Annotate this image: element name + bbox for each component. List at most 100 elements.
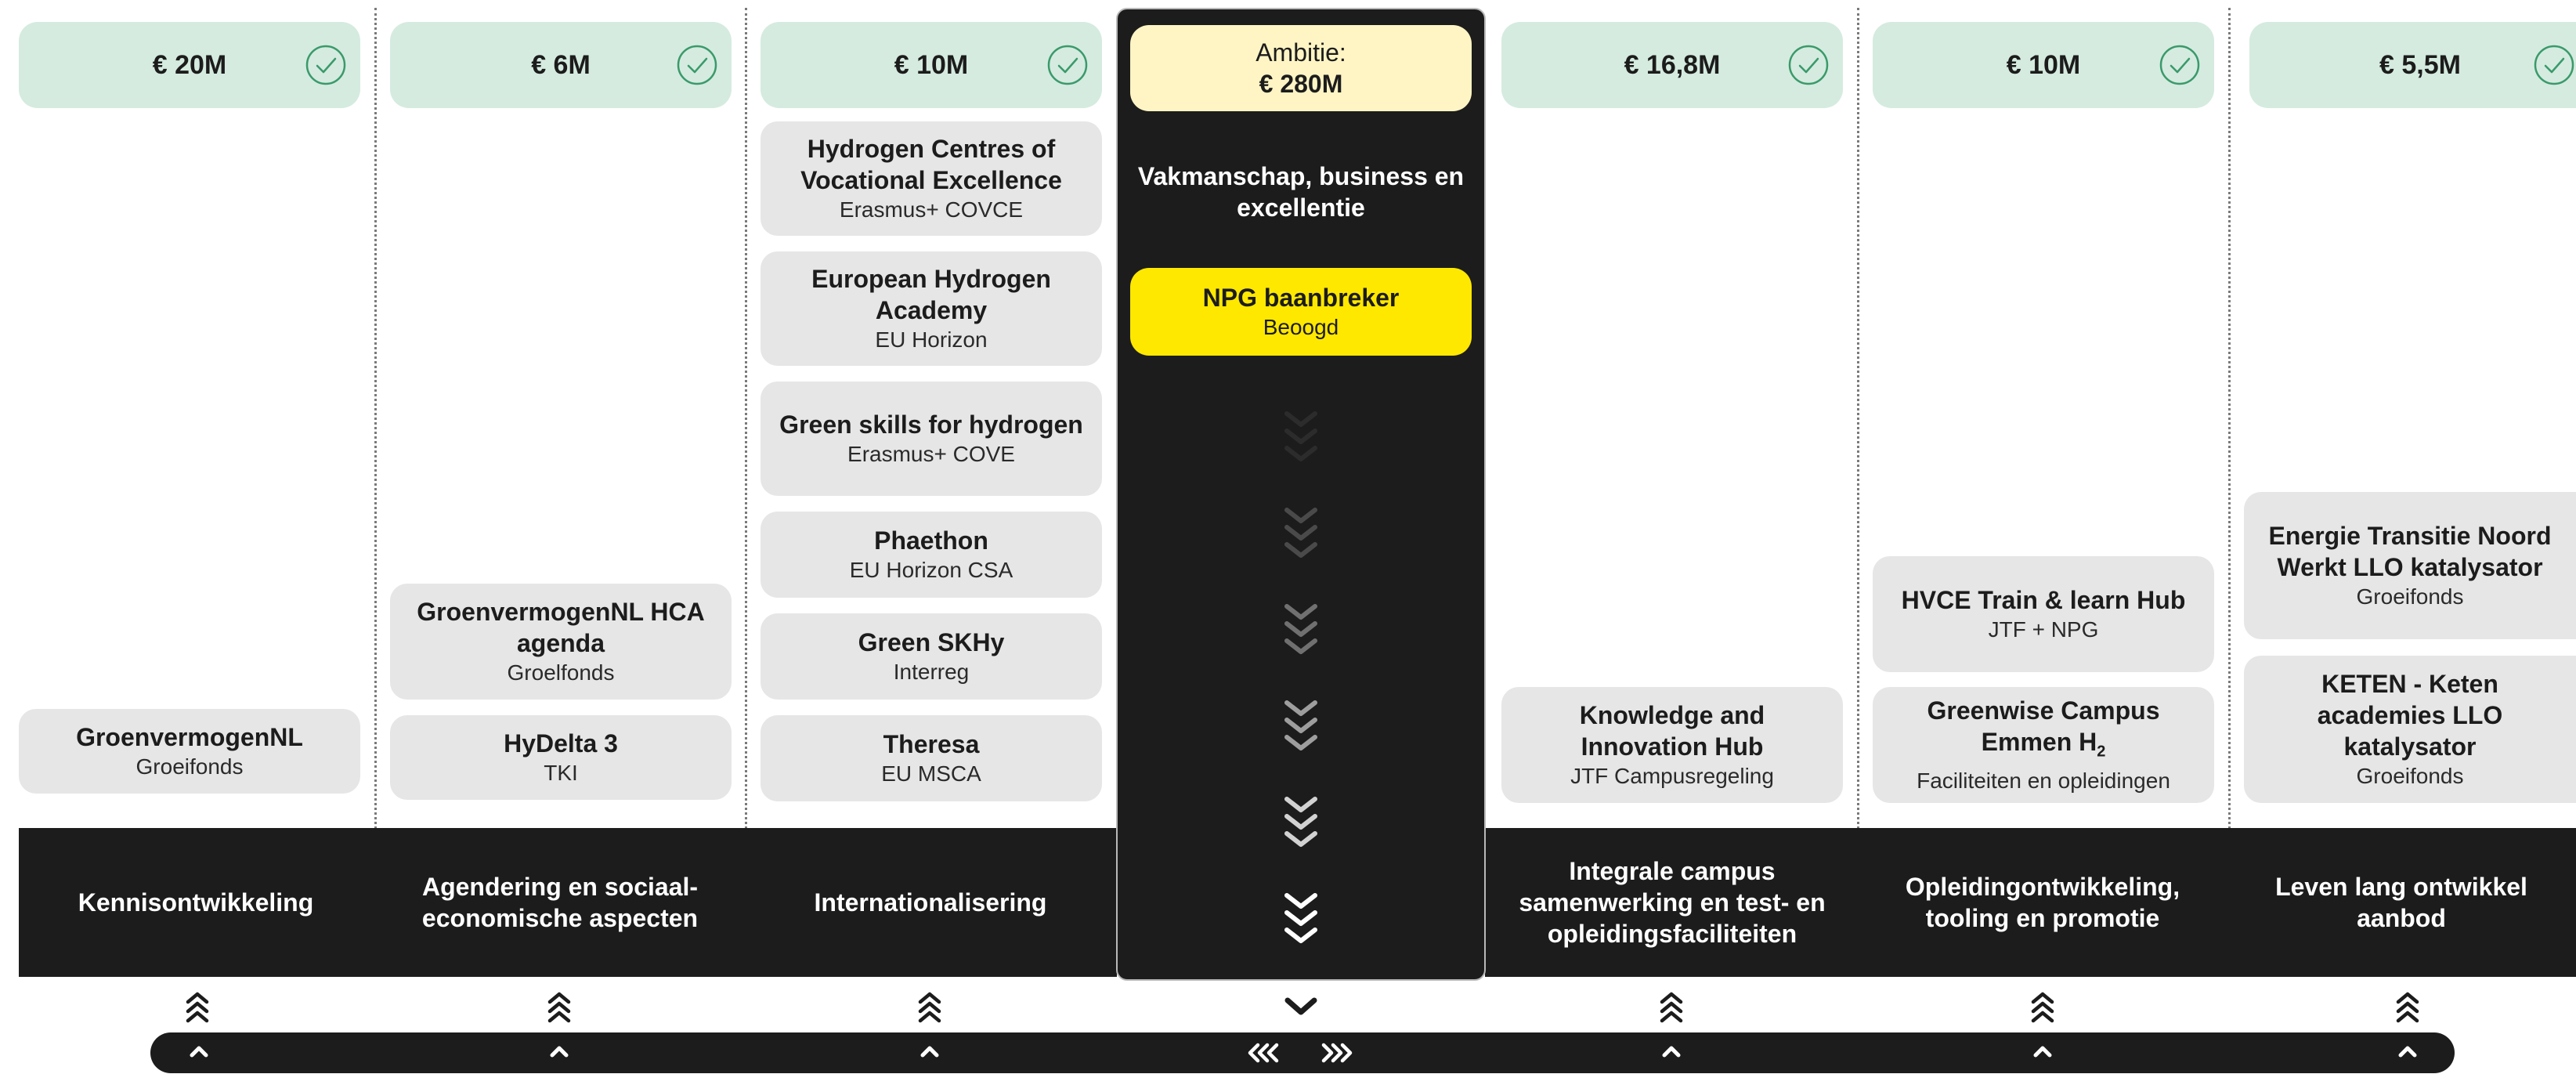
project-funding-source: EU Horizon: [875, 327, 988, 352]
project-funding-source: Erasmus+ COVCE: [839, 197, 1024, 222]
project-title: KETEN - Keten academies LLO katalysator: [2317, 670, 2503, 761]
budget-amount: € 6M: [531, 50, 591, 80]
project-card: Phaethon EU Horizon CSA: [761, 512, 1102, 598]
double-chevron-up-icon: [2031, 992, 2054, 1023]
domain-band-left: [19, 828, 1117, 977]
project-funding-source: Erasmus+ COVE: [847, 442, 1015, 466]
project-title: Phaethon: [874, 526, 988, 555]
project-funding-source: Groeifonds: [2356, 764, 2464, 788]
project-card: Energie Transitie Noord Werkt LLO kataly…: [2244, 492, 2576, 639]
check-circle-icon: [677, 45, 717, 85]
triple-chevron-left-icon: [1248, 1043, 1279, 1063]
npg-pill: NPG baanbreker Beoogd: [1130, 268, 1472, 356]
project-title: HVCE Train & learn Hub: [1901, 586, 2186, 614]
domain-band-right: [1485, 828, 2576, 977]
check-circle-icon: [1047, 45, 1088, 85]
budget-pill: € 5,5M: [2249, 22, 2576, 108]
triple-chevron-down-icon: [1284, 411, 1317, 461]
project-title: European Hydrogen Academy: [811, 265, 1051, 324]
npg-status: Beoogd: [1263, 315, 1339, 339]
domain-label: Internationalisering: [814, 888, 1047, 917]
chevron-up-icon: [2033, 1046, 2052, 1058]
project-card: GroenvermogenNL HCA agenda Groelfonds: [390, 584, 732, 700]
chevron-up-icon: [190, 1046, 208, 1058]
project-funding-source: Faciliteiten en opleidingen: [1917, 768, 2170, 794]
chevron-up-icon: [1662, 1046, 1681, 1058]
column-divider: [1857, 8, 1859, 975]
budget-pill: € 20M: [19, 22, 360, 108]
check-circle-icon: [2534, 45, 2574, 85]
check-circle-icon: [2159, 45, 2200, 85]
project-title: Green skills for hydrogen: [779, 410, 1083, 439]
domain-label: Agendering en sociaal-economische aspect…: [421, 873, 699, 932]
project-card: HVCE Train & learn Hub JTF + NPG: [1873, 556, 2214, 672]
double-chevron-up-icon: [918, 992, 941, 1023]
project-card: European Hydrogen Academy EU Horizon: [761, 251, 1102, 366]
double-chevron-up-icon: [547, 992, 571, 1023]
triple-chevron-down-icon: [1284, 700, 1317, 750]
project-title: Green SKHy: [858, 628, 1005, 656]
budget-pill: € 10M: [1873, 22, 2214, 108]
project-title: GroenvermogenNL: [76, 723, 303, 751]
check-circle-icon: [305, 45, 346, 85]
project-card: Hydrogen Centres of Vocational Excellenc…: [761, 121, 1102, 236]
column-divider: [2228, 8, 2231, 975]
project-card: Greenwise Campus Emmen H2 Faciliteiten e…: [1873, 687, 2214, 803]
chevron-up-icon: [920, 1046, 939, 1058]
budget-amount: € 16,8M: [1624, 50, 1721, 80]
ambition-pill: Ambitie: € 280M: [1130, 25, 1472, 111]
triple-chevron-right-icon: [1321, 1043, 1353, 1063]
triple-chevron-down-icon: [1284, 797, 1317, 847]
domain-label: Kennisontwikkeling: [78, 888, 314, 917]
project-title: Knowledge and Innovation Hub: [1579, 701, 1765, 761]
chevron-up-icon: [550, 1046, 569, 1058]
budget-amount: € 10M: [894, 50, 969, 80]
project-title: HyDelta 3: [504, 729, 618, 758]
budget-amount: € 20M: [152, 50, 227, 80]
check-circle-icon: [1788, 45, 1829, 85]
budget-pill: € 10M: [761, 22, 1102, 108]
budget-pill: € 6M: [390, 22, 732, 108]
column-divider: [374, 8, 377, 975]
project-funding-source: Groeifonds: [2356, 584, 2464, 609]
project-title: Energie Transitie Noord Werkt LLO kataly…: [2268, 522, 2552, 581]
bottom-connector-bar: [150, 1032, 2455, 1073]
domain-label: Opleidingontwikkeling, tooling en promot…: [1905, 873, 2180, 932]
triple-chevron-down-icon: [1284, 604, 1317, 654]
double-chevron-up-icon: [186, 992, 209, 1023]
budget-pill: € 16,8M: [1501, 22, 1843, 108]
chevron-up-icon: [2398, 1046, 2417, 1058]
double-chevron-up-icon: [1660, 992, 1683, 1023]
project-funding-source: JTF + NPG: [1988, 617, 2099, 642]
center-column: [1116, 8, 1486, 981]
ambition-label: Ambitie:: [1255, 38, 1346, 67]
project-title: Theresa: [883, 730, 980, 758]
project-card: Knowledge and Innovation Hub JTF Campusr…: [1501, 687, 1843, 803]
domain-label: Leven lang ontwikkel aanbod: [2275, 873, 2527, 932]
project-card: KETEN - Keten academies LLO katalysator …: [2244, 656, 2576, 803]
budget-amount: € 5,5M: [2379, 50, 2461, 80]
project-funding-source: Groeifonds: [135, 754, 244, 779]
project-funding-source: Groelfonds: [507, 660, 615, 685]
column-divider: [745, 8, 747, 975]
triple-chevron-down-icon: [1284, 508, 1317, 558]
project-funding-source: EU Horizon CSA: [849, 558, 1013, 582]
project-card: Green skills for hydrogen Erasmus+ COVE: [761, 382, 1102, 496]
project-funding-source: JTF Campusregeling: [1570, 764, 1774, 788]
project-funding-source: TKI: [544, 761, 578, 785]
project-card: Theresa EU MSCA: [761, 715, 1102, 801]
budget-amount: € 10M: [2006, 50, 2081, 80]
project-title: Greenwise Campus Emmen H2: [1927, 696, 2160, 761]
project-title: Hydrogen Centres of Vocational Excellenc…: [800, 135, 1062, 194]
npg-title: NPG baanbreker: [1202, 284, 1400, 312]
project-title: GroenvermogenNL HCA agenda: [417, 598, 705, 657]
domain-label: Integrale campus samenwerking en test- e…: [1519, 857, 1826, 948]
center-title: Vakmanschap, business en excellentie: [1137, 162, 1465, 222]
chevron-down-icon: [1284, 997, 1317, 1015]
project-card: GroenvermogenNL Groeifonds: [19, 709, 360, 794]
project-funding-source: EU MSCA: [881, 761, 981, 786]
ambition-amount: € 280M: [1259, 70, 1343, 98]
project-card: Green SKHy Interreg: [761, 613, 1102, 700]
triple-chevron-down-icon: [1284, 893, 1317, 943]
